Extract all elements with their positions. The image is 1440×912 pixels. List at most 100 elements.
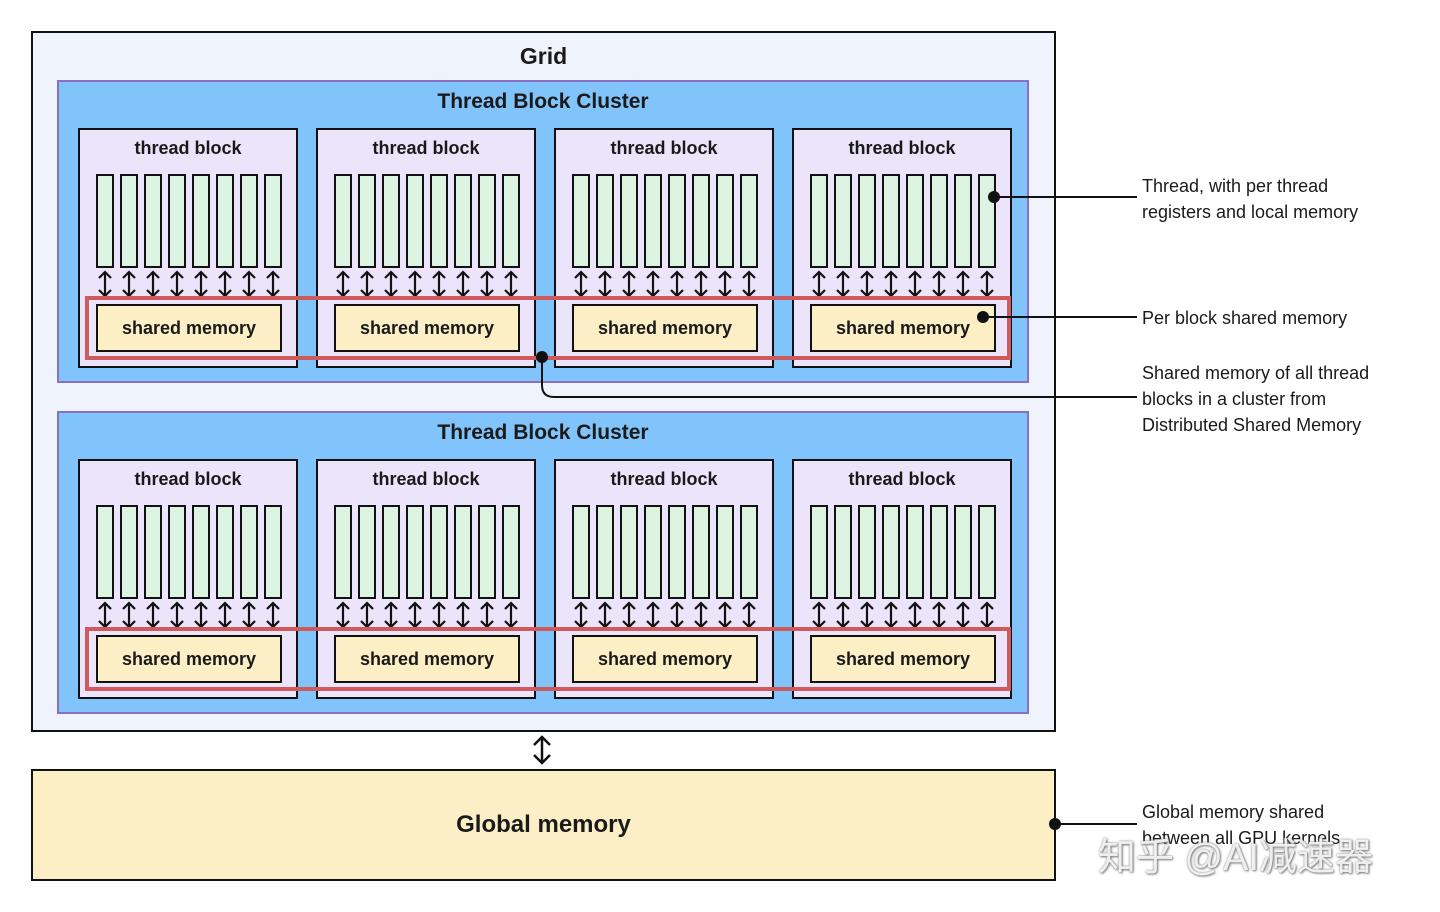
thread xyxy=(692,174,710,268)
thread xyxy=(716,174,734,268)
thread xyxy=(740,505,758,599)
connector-global-dot xyxy=(1049,818,1061,830)
thread xyxy=(668,505,686,599)
thread xyxy=(264,174,282,268)
shared-memory-label: shared memory xyxy=(359,648,495,669)
watermark: 知乎 @AI减速器 xyxy=(1098,837,1374,879)
thread xyxy=(192,174,210,268)
thread-row xyxy=(96,505,282,599)
thread xyxy=(168,505,186,599)
thread xyxy=(930,505,948,599)
thread xyxy=(358,505,376,599)
connector-block-smem-dot xyxy=(977,311,989,323)
thread xyxy=(144,174,162,268)
thread xyxy=(834,174,852,268)
thread xyxy=(810,174,828,268)
annotation-global-memory: Global memory shared between all GPU ker… xyxy=(1142,802,1341,848)
thread-block-title: thread block xyxy=(134,469,242,489)
thread-row xyxy=(334,174,520,268)
thread xyxy=(620,174,638,268)
thread-block-title: thread block xyxy=(372,469,480,489)
thread xyxy=(930,174,948,268)
thread xyxy=(716,505,734,599)
thread xyxy=(692,505,710,599)
shared-memory-label: shared memory xyxy=(359,317,495,338)
connector-dsm-dot xyxy=(536,351,548,363)
thread-block-title: thread block xyxy=(610,469,718,489)
thread xyxy=(572,505,590,599)
thread xyxy=(264,505,282,599)
thread xyxy=(644,505,662,599)
shared-memory-box: shared memory xyxy=(810,304,996,352)
thread-block-title: thread block xyxy=(372,138,480,158)
thread-block-title: thread block xyxy=(134,138,242,158)
shared-memory-box: shared memory xyxy=(334,635,520,683)
thread xyxy=(954,505,972,599)
shared-memory-label: shared memory xyxy=(835,317,971,338)
thread xyxy=(192,505,210,599)
thread-arrow-row xyxy=(96,270,282,298)
shared-memory-box: shared memory xyxy=(334,304,520,352)
thread-block: thread block shared memory xyxy=(316,128,536,368)
thread xyxy=(858,174,876,268)
global-memory-box: Global memory xyxy=(31,769,1056,881)
thread xyxy=(478,174,496,268)
thread xyxy=(382,174,400,268)
thread-row xyxy=(572,505,758,599)
thread-row xyxy=(572,174,758,268)
thread xyxy=(120,505,138,599)
thread xyxy=(740,174,758,268)
thread-block-cluster: Thread Block Cluster thread block shared m… xyxy=(57,411,1029,714)
shared-memory-label: shared memory xyxy=(835,648,971,669)
thread xyxy=(834,505,852,599)
distributed-shared-memory-outline xyxy=(85,296,1011,360)
thread xyxy=(168,174,186,268)
annotation-block-shared-memory: Per block shared memory xyxy=(1142,308,1348,328)
thread xyxy=(144,505,162,599)
thread xyxy=(882,174,900,268)
thread xyxy=(216,174,234,268)
annotation-distributed-shared-memory: Shared memory of all thread blocks in a … xyxy=(1142,363,1370,435)
thread xyxy=(120,174,138,268)
thread xyxy=(882,505,900,599)
thread-block: thread block shared memory xyxy=(554,459,774,699)
thread xyxy=(954,174,972,268)
thread xyxy=(502,174,520,268)
thread xyxy=(978,505,996,599)
thread xyxy=(858,505,876,599)
thread-block-title: thread block xyxy=(610,138,718,158)
thread xyxy=(240,505,258,599)
thread-row xyxy=(334,505,520,599)
cluster-title: Thread Block Cluster xyxy=(437,421,649,444)
thread xyxy=(906,505,924,599)
global-memory-label: Global memory xyxy=(456,811,631,838)
thread xyxy=(906,174,924,268)
thread xyxy=(358,174,376,268)
shared-memory-box: shared memory xyxy=(572,304,758,352)
connector-dsm xyxy=(541,357,1137,398)
shared-memory-label: shared memory xyxy=(121,317,257,338)
thread xyxy=(216,505,234,599)
thread-row xyxy=(96,174,282,268)
grid-title: Grid xyxy=(519,43,568,69)
thread xyxy=(810,505,828,599)
thread-block-title: thread block xyxy=(848,469,956,489)
connector-thread-dot xyxy=(988,191,1000,203)
thread xyxy=(620,505,638,599)
thread-block: thread block shared memory xyxy=(316,459,536,699)
thread xyxy=(96,505,114,599)
thread xyxy=(572,174,590,268)
thread xyxy=(478,505,496,599)
thread-row xyxy=(810,505,996,599)
shared-memory-box: shared memory xyxy=(810,635,996,683)
shared-memory-label: shared memory xyxy=(597,648,733,669)
annotation-thread: Thread, with per thread registers and lo… xyxy=(1142,176,1359,222)
thread-arrow-row xyxy=(334,601,520,629)
thread xyxy=(240,174,258,268)
shared-memory-box: shared memory xyxy=(572,635,758,683)
thread xyxy=(382,505,400,599)
